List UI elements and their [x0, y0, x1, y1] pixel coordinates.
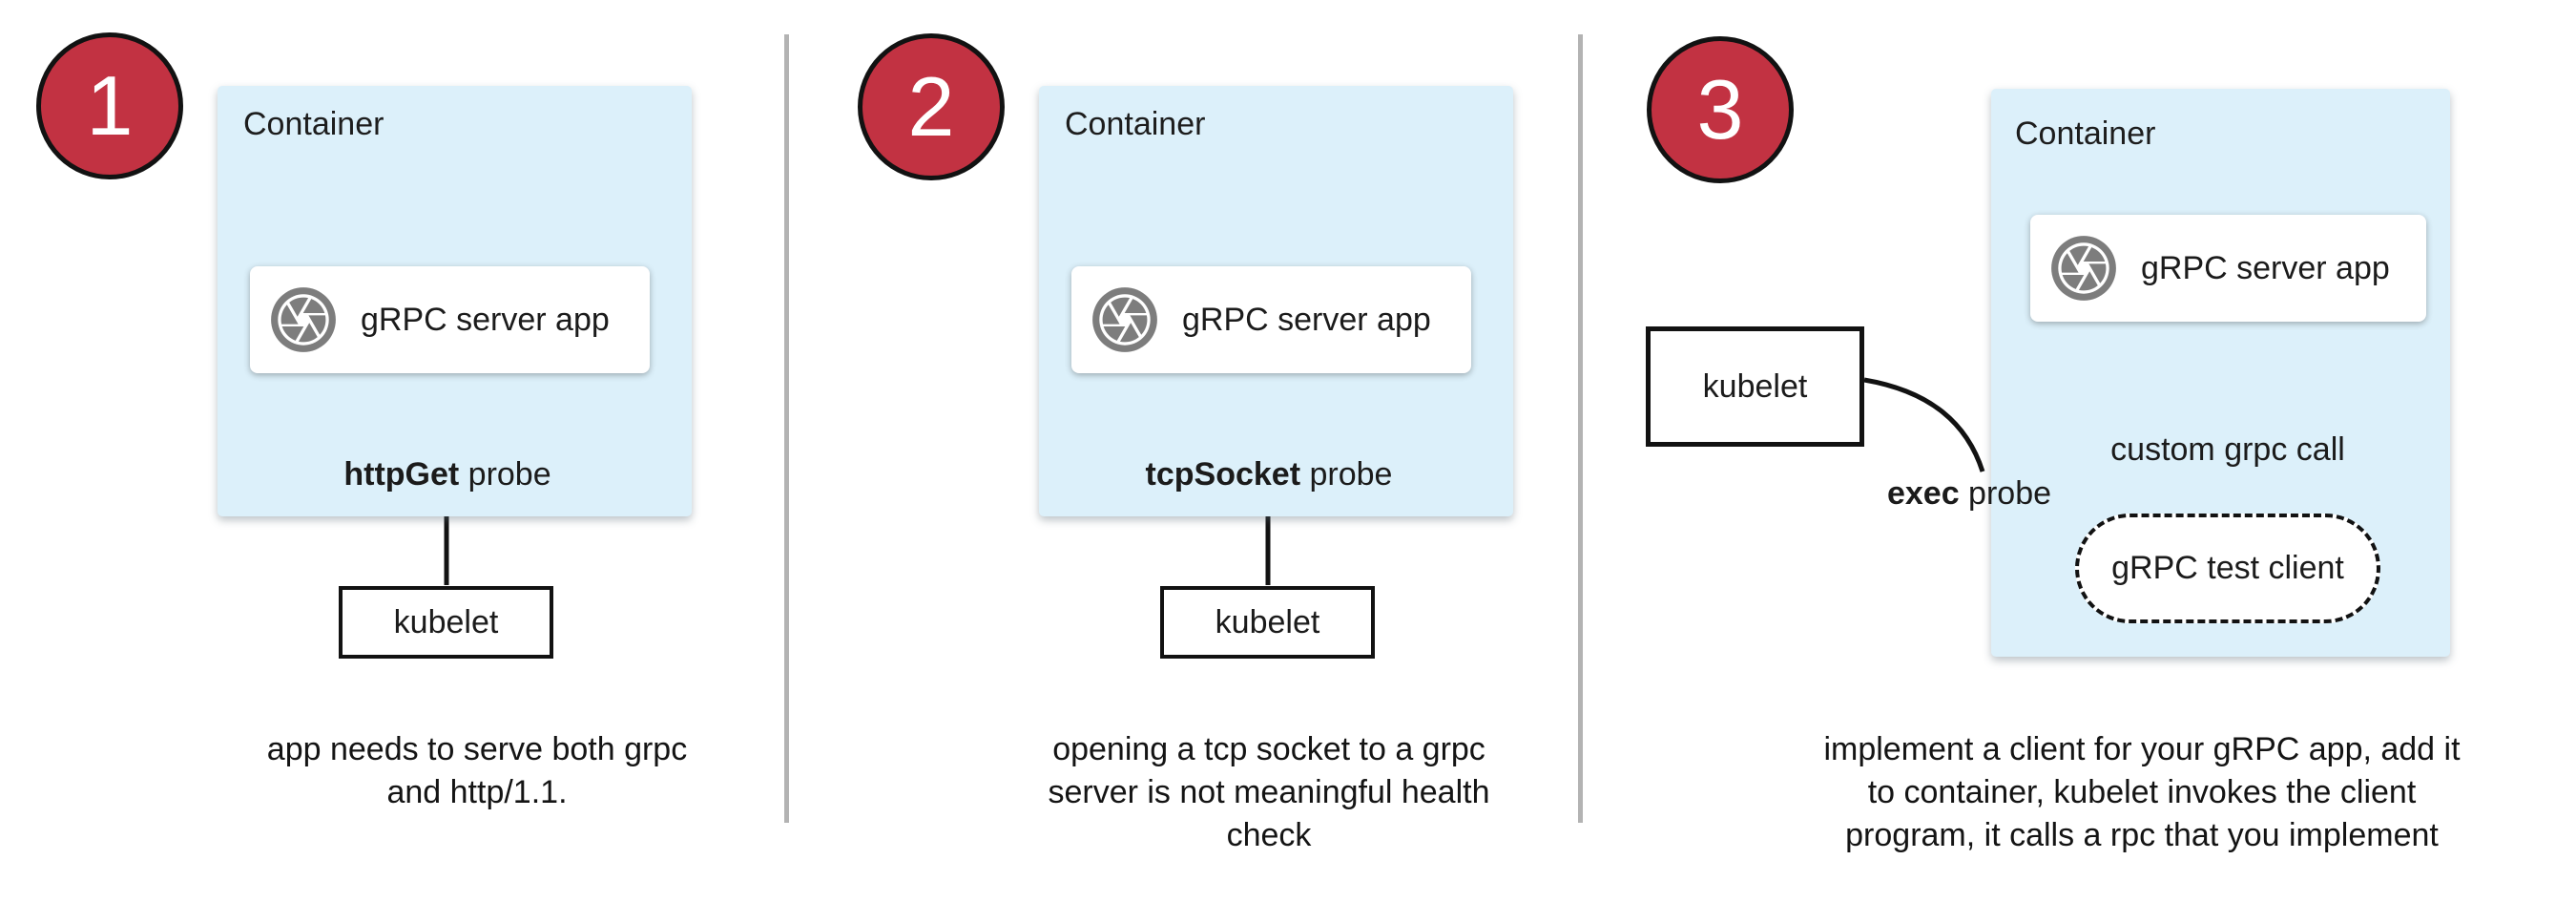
- step-badge-3: 3: [1647, 36, 1794, 183]
- probe-type-2: tcpSocket: [1145, 456, 1301, 493]
- kubelet-label-1: kubelet: [393, 603, 499, 640]
- probe-word-3: probe: [1959, 475, 2052, 512]
- caption-3: implement a client for your gRPC app, ad…: [1823, 731, 2461, 853]
- container-label-2: Container: [1065, 106, 1206, 142]
- kubelet-label-2: kubelet: [1215, 603, 1320, 640]
- container-label-3: Container: [2015, 115, 2156, 152]
- grpc-server-app-box-2: gRPC server app: [1071, 266, 1471, 373]
- step-number-3: 3: [1696, 62, 1744, 157]
- step-number-2: 2: [907, 59, 955, 154]
- probe-word-2: probe: [1300, 456, 1393, 493]
- kubelet-box-3: kubelet: [1646, 326, 1864, 447]
- grpc-server-app-label-2: gRPC server app: [1182, 301, 1431, 338]
- custom-grpc-call-label: custom grpc call: [2110, 431, 2345, 468]
- grpc-server-app-label-3: gRPC server app: [2141, 249, 2390, 286]
- grpc-test-client-oval: gRPC test client: [2075, 514, 2380, 623]
- divider-2: [1578, 34, 1583, 823]
- kubelet-box-2: kubelet: [1160, 586, 1375, 659]
- step-number-1: 1: [86, 58, 134, 153]
- exec-curve-upper-panel3: [1863, 377, 1985, 472]
- caption-1: app needs to serve both grpc and http/1.…: [266, 731, 688, 810]
- probe-word-1: probe: [459, 456, 551, 493]
- grpc-server-app-label-1: gRPC server app: [361, 301, 610, 338]
- probe-label-1: httpGet probe: [304, 456, 591, 493]
- grpc-server-app-box-3: gRPC server app: [2030, 215, 2426, 322]
- step-badge-1: 1: [36, 32, 183, 179]
- probe-label-2: tcpSocket probe: [1126, 456, 1412, 493]
- grpc-aperture-icon: [271, 287, 336, 352]
- probe-type-1: httpGet: [343, 456, 460, 493]
- kubelet-label-3: kubelet: [1702, 367, 1808, 405]
- grpc-server-app-box-1: gRPC server app: [250, 266, 650, 373]
- divider-1: [784, 34, 789, 823]
- kubelet-box-1: kubelet: [339, 586, 553, 659]
- grpc-test-client-label: gRPC test client: [2111, 550, 2344, 586]
- grpc-aperture-icon: [1092, 287, 1157, 352]
- probe-type-3: exec: [1886, 475, 1960, 512]
- container-label-1: Container: [243, 106, 384, 142]
- step-badge-2: 2: [858, 33, 1005, 180]
- grpc-aperture-icon: [2051, 236, 2116, 301]
- caption-2: opening a tcp socket to a grpc server is…: [1048, 731, 1490, 853]
- probe-label-3: exec probe: [1826, 475, 2112, 513]
